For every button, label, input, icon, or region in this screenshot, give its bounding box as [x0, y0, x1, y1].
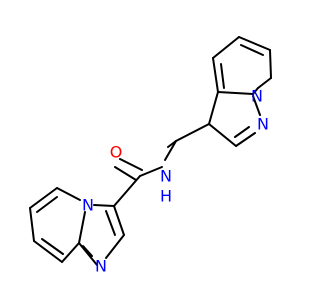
bond-up-n7a-ring: [252, 87, 259, 95]
molecule-drawing: O N H N N N N: [29, 36, 272, 276]
bond-up-n1-c2: [235, 132, 256, 147]
bond-lo-c8-c8a: [61, 242, 80, 263]
bond-lo-c6-c7: [29, 207, 35, 242]
atom-label-imidazole-nitrogen: N: [95, 257, 107, 276]
bond-lo-n1-c8a-inner: [82, 245, 93, 257]
bond-lo-c7-c8-inner: [41, 238, 64, 255]
bond-lo-c7-c8: [33, 240, 63, 263]
bond-up-c2-c3: [208, 123, 237, 147]
bond-lo-c5-c6-inner: [36, 196, 58, 213]
atom-label-pyrazole-nitrogen: N: [257, 115, 269, 134]
atom-labels: O N H N N N N: [82, 87, 269, 276]
structure-diagram: O N H N N N N: [29, 36, 272, 276]
bond-amide: [139, 166, 163, 177]
bond-up-c4-c5: [212, 36, 240, 59]
bond-lo-n4-c3: [93, 204, 115, 207]
bond-carbonyl-double-b: [114, 166, 137, 181]
bond-lo-c3-c2-inner: [105, 210, 116, 236]
bond-up-c7-n7a: [257, 77, 272, 89]
atom-label-bridgehead-nitrogen-upper: N: [251, 87, 263, 106]
bond-up-c3-c3a: [208, 91, 219, 125]
bond-up-c6-c7: [269, 49, 272, 79]
atom-label-amide-hydrogen: H: [160, 187, 172, 206]
bond-lo-c3-c2: [113, 205, 125, 236]
bond-lo-c8a-n4: [78, 211, 86, 244]
bond-up-n1-c2-inner: [234, 126, 250, 138]
bond-up-c3a-n7a: [217, 91, 254, 95]
bond-lo-c2-n1: [105, 234, 125, 259]
bond-carbonyl-ring: [113, 175, 141, 207]
bond-ch2-n-lower: [164, 140, 177, 161]
bond-up-n7a-n1: [252, 95, 261, 116]
bond-up-c3a-c4: [212, 57, 219, 93]
atom-label-bridgehead-nitrogen-lower: N: [82, 196, 94, 215]
bond-carbonyl-double-a: [119, 158, 143, 171]
bond-up-c5-c6: [238, 36, 271, 51]
atom-label-amide-nitrogen: N: [160, 167, 172, 186]
bond-lo-c5-c6: [29, 187, 58, 209]
atom-label-oxygen: O: [110, 143, 123, 162]
bonds: [29, 36, 272, 266]
bond-lo-n4-c5: [56, 187, 81, 201]
bond-up-c3a-c4-inner: [220, 63, 225, 89]
bond-lo-n1-c8a: [78, 242, 98, 266]
bond-ch2-ring: [175, 123, 210, 142]
bond-up-c5-c6-inner: [240, 44, 264, 56]
